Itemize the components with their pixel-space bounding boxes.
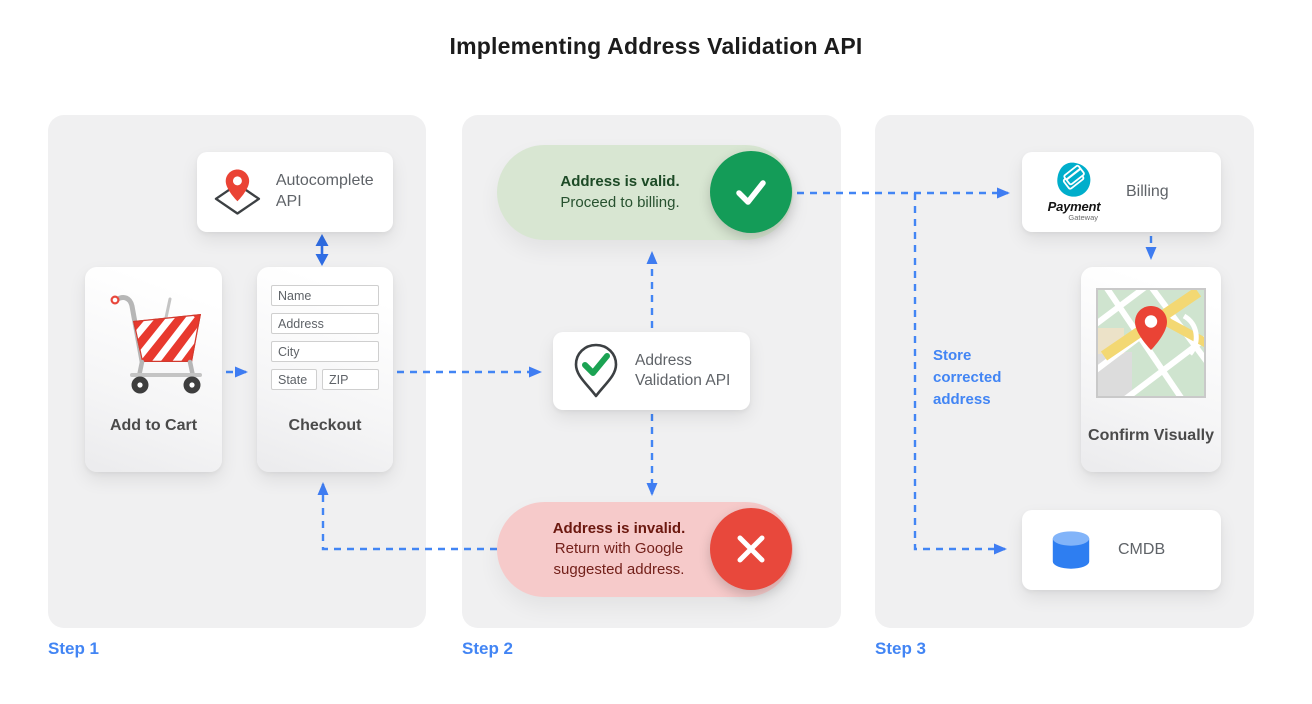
cross-icon bbox=[737, 535, 765, 563]
confirm-visually-node: Confirm Visually bbox=[1081, 267, 1221, 472]
autocomplete-api-node: Autocomplete API bbox=[197, 152, 393, 232]
address-field[interactable] bbox=[271, 313, 379, 334]
city-field[interactable] bbox=[271, 341, 379, 362]
shopping-cart-icon bbox=[110, 295, 202, 394]
confirm-visually-label: Confirm Visually bbox=[1088, 427, 1214, 444]
payment-gateway-logo: Payment Gateway bbox=[1042, 162, 1106, 222]
cross-badge bbox=[710, 508, 792, 590]
validation-pin-icon bbox=[574, 343, 618, 398]
state-field[interactable] bbox=[271, 369, 317, 390]
billing-node: Payment Gateway Billing bbox=[1022, 152, 1221, 232]
invalid-subtitle: Return with Google suggested address. bbox=[553, 540, 685, 578]
step1-label: Step 1 bbox=[48, 639, 100, 658]
address-invalid-pill: Address is invalid. Return with Google s… bbox=[497, 502, 793, 597]
address-valid-pill: Address is valid. Proceed to billing. bbox=[497, 145, 793, 240]
autocomplete-api-label: Autocomplete API bbox=[275, 172, 374, 210]
store-corrected-address-label: Store corrected address bbox=[933, 347, 1002, 408]
valid-subtitle: Proceed to billing. bbox=[560, 193, 680, 211]
page-title: Implementing Address Validation API bbox=[449, 33, 863, 59]
address-validation-api-label: Address Validation API bbox=[635, 351, 731, 389]
autocomplete-pin-icon bbox=[214, 169, 261, 215]
checkout-label: Checkout bbox=[288, 417, 362, 434]
cmdb-label: CMDB bbox=[1118, 540, 1166, 558]
add-to-cart-node: Add to Cart bbox=[85, 267, 222, 472]
payment-logo-subtitle: Gateway bbox=[1068, 213, 1098, 222]
cmdb-node: CMDB bbox=[1022, 510, 1221, 590]
step3-label: Step 3 bbox=[875, 639, 927, 658]
address-validation-api-node: Address Validation API bbox=[553, 332, 750, 410]
payment-logo-title: Payment bbox=[1047, 199, 1101, 214]
valid-title: Address is valid. bbox=[560, 173, 680, 191]
payment-gateway-icon bbox=[1057, 162, 1091, 197]
step2-label: Step 2 bbox=[462, 639, 514, 658]
billing-label: Billing bbox=[1126, 182, 1169, 200]
name-field[interactable] bbox=[271, 285, 379, 306]
add-to-cart-label: Add to Cart bbox=[109, 417, 198, 434]
map-thumbnail-icon bbox=[1096, 288, 1206, 398]
zip-field[interactable] bbox=[322, 369, 379, 390]
database-icon bbox=[1052, 531, 1090, 569]
check-icon bbox=[736, 180, 766, 205]
invalid-title: Address is invalid. bbox=[552, 520, 686, 538]
check-badge bbox=[710, 151, 792, 233]
checkout-node: Checkout bbox=[257, 267, 393, 472]
